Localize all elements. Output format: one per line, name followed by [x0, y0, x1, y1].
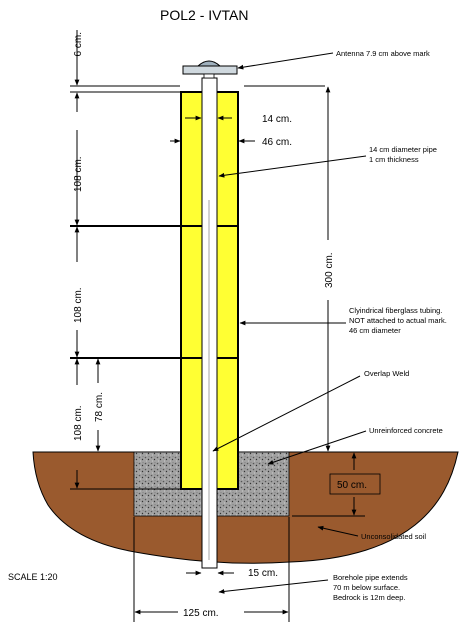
note-weld: Overlap Weld — [364, 369, 409, 378]
note-tubing-2: NOT attached to actual mark. — [349, 316, 447, 325]
diagram-title: POL2 - IVTAN — [160, 7, 248, 23]
note-tubing-3: 46 cm diameter — [349, 326, 401, 335]
note-concrete: Unreinforced concrete — [369, 426, 443, 435]
dim-pipe-15: 15 cm. — [248, 568, 278, 579]
note-pipe-1: 14 cm diameter pipe — [369, 145, 437, 154]
note-pipe-2: 1 cm thickness — [369, 155, 419, 164]
dim-300: 300 cm. — [324, 252, 335, 288]
dim-width-125: 125 cm. — [183, 608, 219, 619]
dim-top-gap: 6 cm. — [73, 32, 84, 56]
dim-seg1: 108 cm. — [73, 156, 84, 192]
dim-inner-14: 14 cm. — [262, 114, 292, 125]
dim-78: 78 cm. — [94, 392, 105, 422]
antenna-dome — [196, 60, 222, 67]
note-borehole-2: 70 m below surface. — [333, 583, 400, 592]
note-antenna: Antenna 7.9 cm above mark — [336, 49, 430, 58]
dim-seg2: 108 cm. — [73, 287, 84, 323]
note-soil: Unconsolidated soil — [361, 532, 426, 541]
note-borehole-1: Borehole pipe extends — [333, 573, 408, 582]
dim-seg3: 108 cm. — [73, 405, 84, 441]
antenna-base — [182, 65, 238, 75]
dim-depth-50: 50 cm. — [337, 480, 367, 491]
note-tubing-1: Clyindrical fiberglass tubing. — [349, 306, 442, 315]
scale-label: SCALE 1:20 — [8, 572, 58, 582]
dim-outer-46: 46 cm. — [262, 137, 292, 148]
note-borehole-3: Bedrock is 12m deep. — [333, 593, 406, 602]
